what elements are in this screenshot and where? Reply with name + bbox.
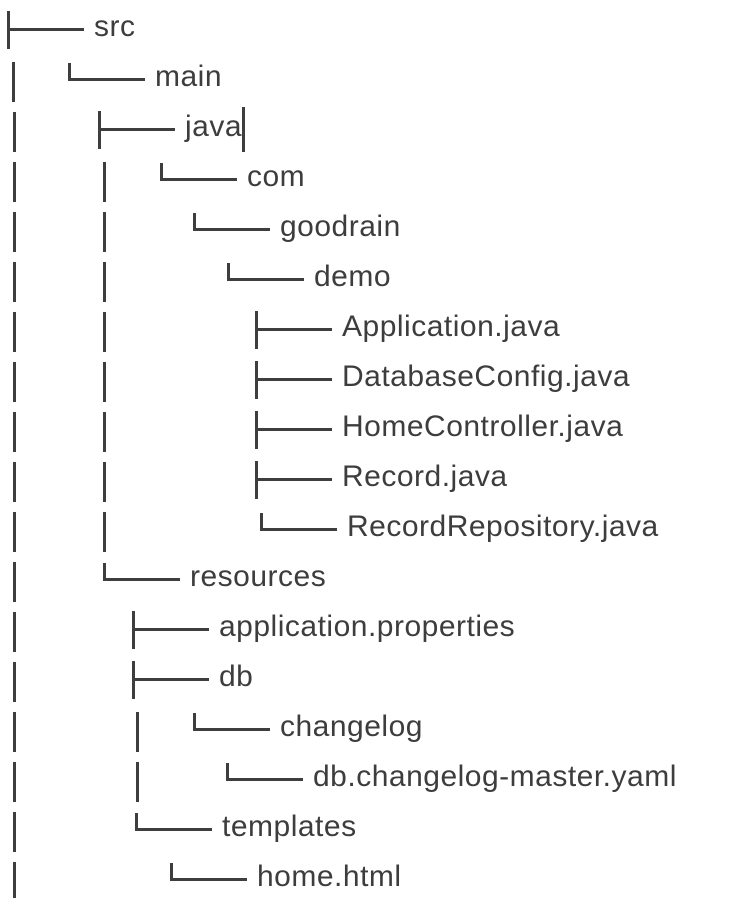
tree-branch-arm-icon: [68, 78, 145, 81]
tree-row: main: [0, 50, 732, 102]
tree-node-label: db: [219, 660, 254, 693]
tree-node-label: application.properties: [219, 610, 516, 643]
tree-row: changelog: [0, 700, 732, 752]
tree-branch-arm-icon: [255, 378, 332, 381]
tree-branch-arm-icon: [255, 328, 332, 331]
tree-branch-arm-icon: [103, 578, 180, 581]
tree-branch-pipe-icon: [136, 712, 139, 752]
tree-branch-pipe-icon: [103, 162, 106, 202]
tree-row: RecordRepository.java: [0, 500, 732, 552]
tree-branch-pipe-icon: [13, 662, 16, 702]
tree-branch-arm-icon: [135, 828, 212, 831]
tree-branch-elbow-icon: [260, 513, 263, 531]
tree-branch-pipe-icon: [13, 512, 16, 552]
tree-node-label: RecordRepository.java: [347, 510, 659, 543]
tree-branch-pipe-icon: [103, 262, 106, 302]
tree-row: DatabaseConfig.java: [0, 350, 732, 402]
tree-node-label: home.html: [257, 860, 402, 893]
text-cursor: [242, 107, 245, 152]
tree-branch-pipe-icon: [13, 212, 16, 252]
tree-branch-pipe-icon: [136, 762, 139, 802]
tree-branch-arm-icon: [193, 728, 270, 731]
tree-branch-arm-icon: [132, 628, 209, 631]
tree-branch-elbow-icon: [68, 63, 71, 81]
tree-branch-elbow-icon: [193, 213, 196, 231]
tree-row: goodrain: [0, 200, 732, 252]
tree-node-label: templates: [222, 810, 357, 843]
tree-node-label: com: [247, 160, 306, 193]
tree-node-label: resources: [190, 560, 327, 593]
tree-branch-pipe-icon: [103, 312, 106, 352]
tree-row: demo: [0, 250, 732, 302]
tree-branch-pipe-icon: [12, 62, 15, 102]
tree-branch-elbow-icon: [160, 163, 163, 181]
tree-row: src: [0, 0, 732, 50]
tree-branch-arm-icon: [7, 28, 84, 31]
tree-branch-pipe-icon: [13, 362, 16, 402]
tree-branch-pipe-icon: [13, 562, 16, 602]
tree-row: HomeController.java: [0, 400, 732, 452]
tree-branch-arm-icon: [193, 228, 270, 231]
tree-branch-pipe-icon: [13, 612, 16, 652]
tree-node-label: db.changelog-master.yaml: [313, 760, 677, 793]
tree-branch-pipe-icon: [103, 512, 106, 552]
tree-row: home.html: [0, 850, 732, 898]
tree-branch-arm-icon: [170, 878, 247, 881]
tree-branch-pipe-icon: [13, 812, 16, 852]
tree-node-label: DatabaseConfig.java: [342, 360, 631, 393]
tree-row: templates: [0, 800, 732, 852]
tree-branch-elbow-icon: [193, 713, 196, 731]
tree-branch-pipe-icon: [13, 862, 16, 898]
tree-row: Application.java: [0, 300, 732, 352]
tree-branch-arm-icon: [255, 478, 332, 481]
tree-node-label: HomeController.java: [342, 410, 624, 443]
tree-node-label: java: [185, 110, 243, 143]
tree-row: db.changelog-master.yaml: [0, 750, 732, 802]
tree-branch-pipe-icon: [13, 762, 16, 802]
tree-branch-elbow-icon: [227, 263, 230, 281]
tree-branch-arm-icon: [160, 178, 237, 181]
tree-branch-elbow-icon: [226, 763, 229, 781]
tree-branch-pipe-icon: [13, 162, 16, 202]
tree-branch-pipe-icon: [103, 362, 106, 402]
tree-row: com: [0, 150, 732, 202]
tree-node-label: main: [155, 60, 223, 93]
tree-branch-arm-icon: [227, 278, 304, 281]
tree-row: resources: [0, 550, 732, 602]
tree-branch-pipe-icon: [13, 312, 16, 352]
tree-branch-arm-icon: [226, 778, 303, 781]
tree-branch-elbow-icon: [103, 563, 106, 581]
tree-branch-pipe-icon: [103, 462, 106, 502]
tree-node-label: goodrain: [280, 210, 401, 243]
tree-node-label: demo: [314, 260, 392, 293]
tree-node-label: src: [94, 10, 136, 43]
tree-branch-pipe-icon: [103, 212, 106, 252]
tree-row: application.properties: [0, 600, 732, 652]
tree-branch-arm-icon: [98, 128, 175, 131]
tree-branch-elbow-icon: [170, 863, 173, 881]
tree-branch-pipe-icon: [13, 712, 16, 752]
tree-branch-pipe-icon: [13, 262, 16, 302]
tree-branch-pipe-icon: [13, 412, 16, 452]
tree-branch-arm-icon: [132, 678, 209, 681]
tree-node-label: Record.java: [342, 460, 508, 493]
tree-row: db: [0, 650, 732, 702]
tree-node-label: changelog: [280, 710, 423, 743]
tree-branch-pipe-icon: [13, 112, 16, 152]
tree-branch-pipe-icon: [103, 412, 106, 452]
tree-branch-pipe-icon: [13, 462, 16, 502]
tree-row: Record.java: [0, 450, 732, 502]
tree-row: java: [0, 100, 732, 152]
tree-branch-arm-icon: [255, 428, 332, 431]
tree-node-label: Application.java: [342, 310, 561, 343]
tree-branch-elbow-icon: [135, 813, 138, 831]
tree-branch-arm-icon: [260, 528, 337, 531]
